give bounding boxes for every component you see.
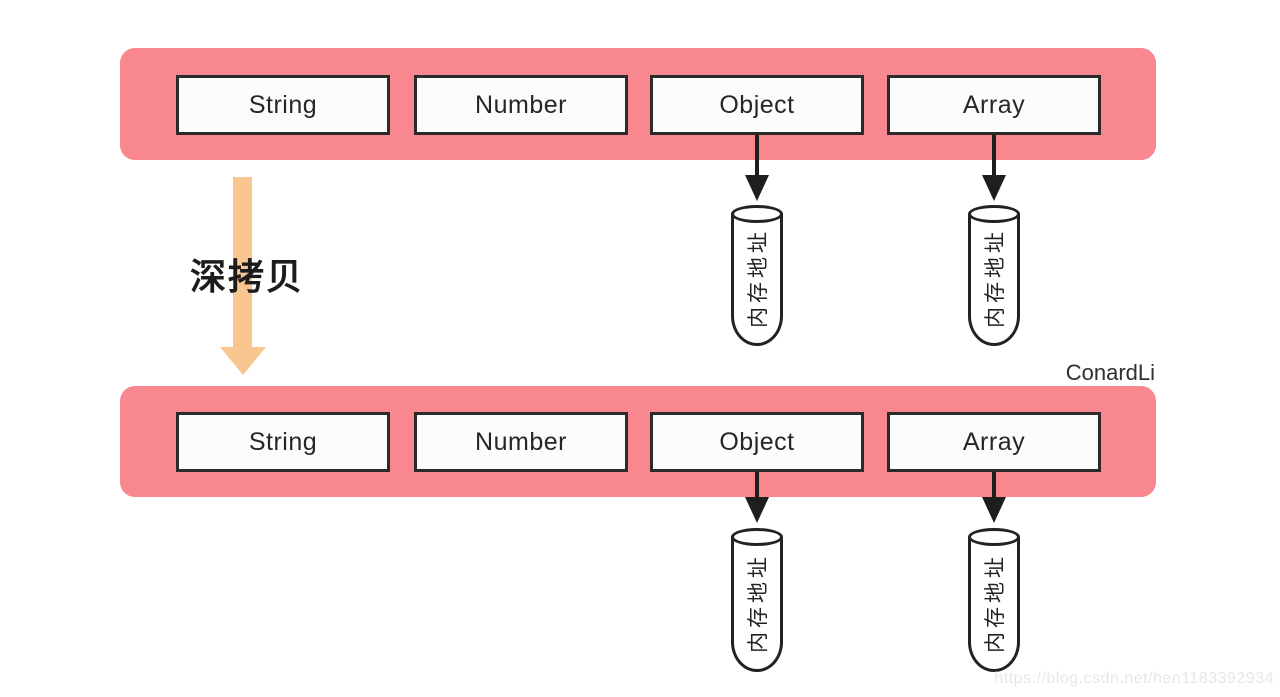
memory-tube-copy-array: 内存地址 bbox=[968, 528, 1020, 672]
memory-address-label: 内存地址 bbox=[747, 228, 770, 329]
tube-body bbox=[731, 537, 783, 672]
type-label: Array bbox=[962, 427, 1026, 456]
deep-copy-arrow-head-icon bbox=[220, 347, 266, 375]
source-type-box-string: String bbox=[176, 75, 390, 135]
memory-tube-source-array: 内存地址 bbox=[968, 205, 1020, 346]
tube-mouth-icon bbox=[731, 528, 783, 546]
type-label: String bbox=[248, 427, 318, 456]
deep-copy-label: 深拷贝 bbox=[190, 256, 305, 297]
arrow-line-source-array bbox=[992, 135, 996, 176]
source-type-box-number: Number bbox=[414, 75, 628, 135]
memory-address-label: 内存地址 bbox=[747, 552, 770, 653]
source-type-box-object: Object bbox=[650, 75, 864, 135]
arrow-head-icon bbox=[982, 497, 1006, 523]
arrow-head-icon bbox=[745, 175, 769, 201]
author-credit: ConardLi bbox=[1065, 360, 1155, 385]
type-label: Number bbox=[475, 90, 567, 119]
copy-type-box-string: String bbox=[176, 412, 390, 472]
arrow-line-copy-array bbox=[992, 472, 996, 498]
type-label: String bbox=[248, 90, 318, 119]
arrow-line-copy-object bbox=[755, 472, 759, 498]
type-label: Object bbox=[719, 427, 795, 456]
type-label: Number bbox=[475, 427, 567, 456]
source-object-bar: String Number Object Array bbox=[120, 48, 1156, 160]
tube-body bbox=[731, 214, 783, 346]
memory-address-label: 内存地址 bbox=[984, 228, 1007, 329]
memory-tube-source-object: 内存地址 bbox=[731, 205, 783, 346]
tube-mouth-icon bbox=[968, 528, 1020, 546]
memory-address-label: 内存地址 bbox=[984, 552, 1007, 653]
type-label: Object bbox=[719, 90, 795, 119]
type-label: Array bbox=[962, 90, 1026, 119]
copy-type-box-array: Array bbox=[887, 412, 1101, 472]
watermark-url: https://blog.csdn.net/hen1183392934 bbox=[994, 670, 1274, 687]
tube-body bbox=[968, 214, 1020, 346]
arrow-head-icon bbox=[982, 175, 1006, 201]
tube-body bbox=[968, 537, 1020, 672]
copy-type-box-number: Number bbox=[414, 412, 628, 472]
memory-tube-copy-object: 内存地址 bbox=[731, 528, 783, 672]
copied-object-bar: String Number Object Array bbox=[120, 386, 1156, 497]
tube-mouth-icon bbox=[968, 205, 1020, 223]
source-type-box-array: Array bbox=[887, 75, 1101, 135]
copy-type-box-object: Object bbox=[650, 412, 864, 472]
arrow-head-icon bbox=[745, 497, 769, 523]
tube-mouth-icon bbox=[731, 205, 783, 223]
deep-copy-arrow-shaft bbox=[233, 177, 252, 347]
arrow-line-source-object bbox=[755, 135, 759, 176]
